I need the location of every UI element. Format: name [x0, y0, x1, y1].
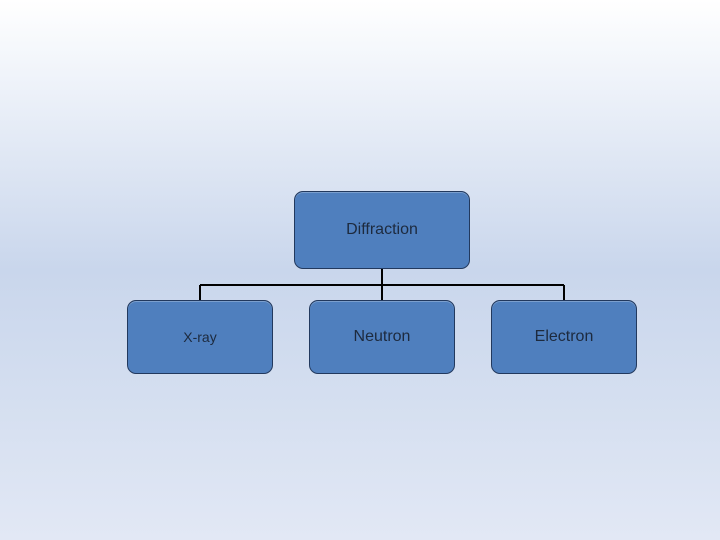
node-neutron-label: Neutron [353, 328, 411, 345]
node-diffraction-label: Diffraction [346, 221, 418, 238]
node-diffraction: Diffraction [294, 191, 470, 269]
node-electron-label: Electron [534, 328, 594, 345]
node-neutron: Neutron [309, 300, 455, 374]
node-x-ray-label: X-ray [183, 329, 217, 345]
node-x-ray: X-ray [127, 300, 273, 374]
node-electron: Electron [491, 300, 637, 374]
